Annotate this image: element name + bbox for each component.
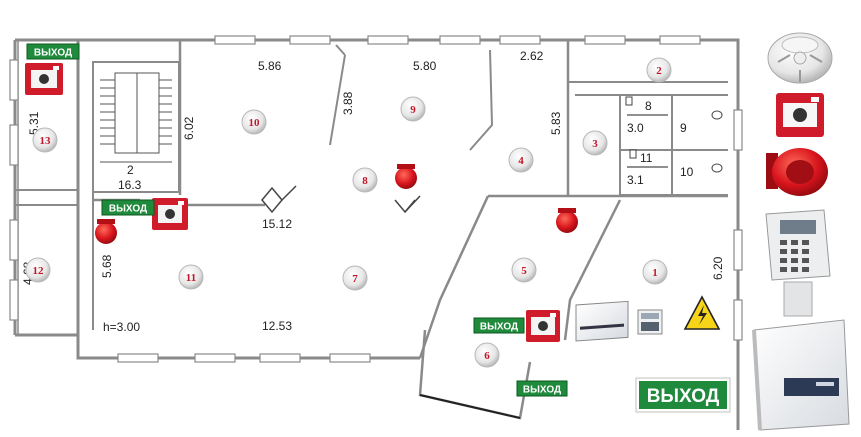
smoke-detector-icon: 3 [582,130,608,156]
smoke-detector-photo-icon [767,32,833,84]
manual-call-point-photo-icon [776,93,824,137]
dim-15-12: 15.12 [262,217,292,231]
detector-number: 7 [352,273,358,285]
dim-12-53: 12.53 [262,319,292,333]
dim-6-02: 6.02 [182,116,196,140]
detector-number: 10 [249,117,261,129]
smoke-detector-icon: 10 [241,109,267,135]
stair-number: 2 [127,163,134,177]
detector-number: 13 [40,135,52,147]
room-8-label: 8 [645,99,652,113]
door-symbol [261,185,421,214]
detector-number: 2 [656,65,662,77]
dim-3-0: 3.0 [627,121,644,135]
siren-icon [395,164,417,189]
detector-number: 12 [33,265,45,277]
svg-text:ВЫХОД: ВЫХОД [523,385,561,396]
smoke-detector-icon: 8 [352,167,378,193]
svg-text:ВЫХОД: ВЫХОД [109,204,147,215]
svg-text:ВЫХОД: ВЫХОД [480,322,518,333]
smoke-detector-icon: 5 [511,257,537,283]
control-panel-on-plan [575,300,663,342]
control-keypad-photo-icon [765,209,831,317]
smoke-detector-icon: 2 [646,57,672,83]
windows [9,35,743,363]
siren-icon [95,219,117,244]
dim-16-3: 16.3 [118,178,142,192]
detector-number: 11 [186,272,196,284]
manual-call-points [25,63,560,342]
exit-sign: ВЫХОД [473,317,525,334]
toilet-fixtures [625,96,723,173]
high-voltage-icon [683,295,721,330]
room-11-label: 11 [640,151,653,165]
smoke-detector-icon: 1 [642,259,668,285]
siren-photo-icon [766,148,828,196]
dim-3-88: 3.88 [341,91,355,115]
left-wing-partition [15,189,78,206]
dim-5-80: 5.80 [413,59,437,73]
exit-sign: ВЫХОД [516,380,568,397]
dim-5-31: 5.31 [27,111,41,135]
detector-number: 9 [410,104,416,116]
dim-3-1: 3.1 [627,173,644,187]
room-10-label: 10 [680,165,694,179]
stair-wall [92,61,180,193]
smoke-detector-icon: 9 [400,96,426,122]
detector-number: 8 [362,175,368,187]
smoke-detector-icon: 4 [508,147,534,173]
outer-wall-left-bottom [76,40,420,360]
smoke-detector-icon: 6 [474,342,500,368]
exit-signs: ВЫХОД ВЫХОД ВЫХОД ВЫХОД [26,43,568,397]
smoke-detector-icon: 13 [32,127,58,153]
staircase [100,72,172,163]
sirens [95,164,578,244]
call-point-icon [25,63,63,95]
exit-sign: ВЫХОД [26,43,80,60]
dim-5-68: 5.68 [100,254,114,278]
svg-text:ВЫХОД: ВЫХОД [34,48,72,59]
smoke-detector-icon: 7 [342,265,368,291]
detector-number: 1 [652,267,658,279]
ceiling-height: h=3.00 [103,320,140,334]
exit-sign: ВЫХОД [101,199,155,216]
detector-number: 6 [484,350,490,362]
legend-exit-text: ВЫХОД [647,386,720,407]
smoke-detector-icon: 11 [178,264,204,290]
control-panel-photo-icon [752,319,850,431]
room-9-label: 9 [680,121,687,135]
dim-2-62: 2.62 [520,49,544,63]
legend-column [752,32,850,431]
dim-5-83: 5.83 [549,111,563,135]
dim-6-20: 6.20 [711,256,725,280]
siren-icon [556,208,578,233]
call-point-icon [526,310,560,342]
dim-5-86: 5.86 [258,59,282,73]
detector-number: 3 [592,138,598,150]
smoke-detector-icon: 12 [25,257,51,283]
legend-exit-sign: ВЫХОД [635,377,731,413]
detector-number: 4 [518,155,524,167]
call-point-icon [152,198,188,230]
detector-number: 5 [521,265,527,277]
